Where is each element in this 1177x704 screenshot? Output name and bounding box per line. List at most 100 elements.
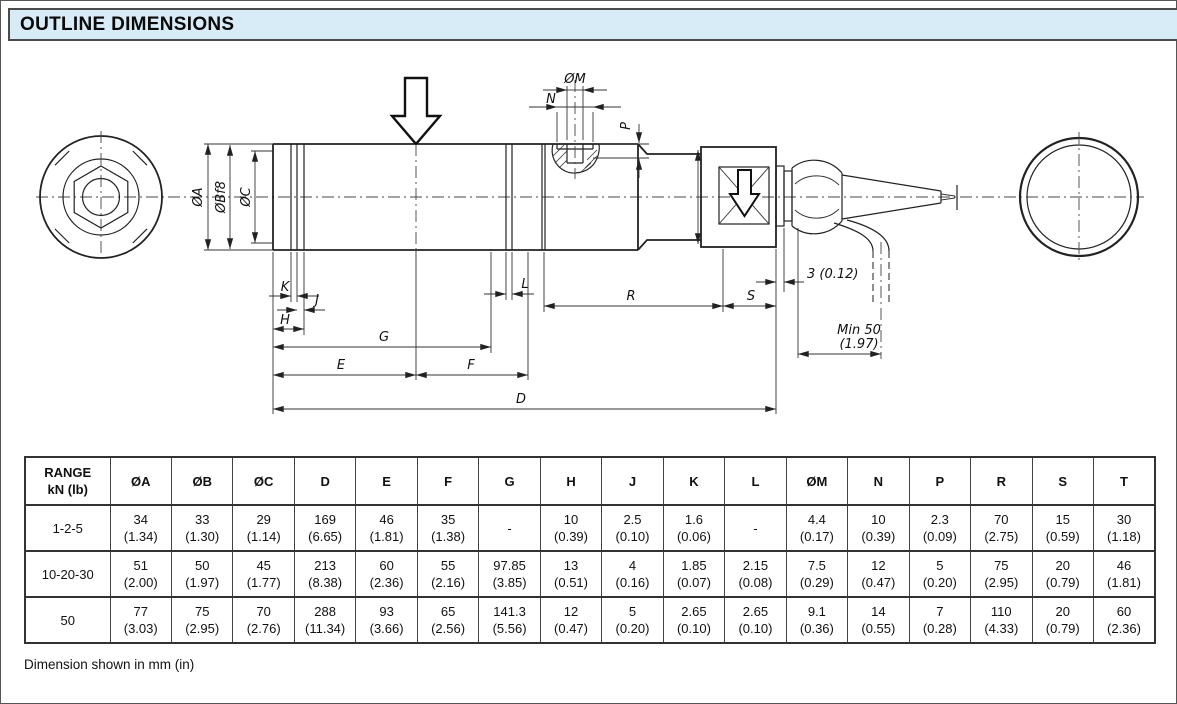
label-j: J — [312, 293, 319, 308]
value-mm: 35 — [440, 512, 456, 527]
value-in: (0.20) — [615, 621, 650, 636]
value-mm: 70 — [256, 604, 271, 619]
dim-cell: 14 (0.55) — [847, 596, 910, 644]
value-in: (1.34) — [123, 529, 158, 544]
value-mm: 75 — [994, 558, 1009, 573]
value-mm: 1.85 — [681, 558, 707, 573]
dim-cell: 10(0.39) — [847, 504, 910, 552]
value-in: (2.16) — [431, 575, 466, 590]
label-f: F — [467, 358, 475, 373]
value-mm: 77 — [133, 604, 148, 619]
dim-cell: 70(2.76) — [232, 596, 295, 644]
value-in: (1.81) — [1107, 575, 1141, 590]
value-mm: 46 — [1116, 558, 1132, 573]
value-mm: 9.1 — [807, 604, 826, 619]
value-mm: 33 — [194, 512, 210, 527]
col-header: R — [970, 456, 1033, 506]
dim-cell: 34 (1.34) — [109, 504, 172, 552]
dim-cell: 46(1.81) — [355, 504, 418, 552]
col-header: K — [662, 456, 726, 506]
dim-cell: 4(0.16) — [601, 550, 664, 598]
label-min-bend-1: Min 50 — [837, 323, 881, 338]
value-mm: 7 — [936, 604, 944, 619]
value-in: (11.34) — [305, 621, 346, 636]
value-in: (5.56) — [492, 621, 527, 636]
dim-cell: 12(0.47) — [539, 596, 603, 644]
value-in: (2.75) — [984, 529, 1019, 544]
value-in: (0.10) — [615, 529, 650, 544]
value-in: (0.55) — [861, 621, 896, 636]
dim-cell: 2.5(0.10) — [601, 504, 664, 552]
dim-cell: 20(0.79) — [1031, 550, 1095, 598]
value-in: (0.39) — [554, 529, 588, 544]
value-mm: 1.6 — [684, 512, 703, 527]
range-header-line2: kN (lb) — [47, 482, 88, 497]
col-header: N — [847, 456, 910, 506]
dim-cell: 65(2.56) — [416, 596, 480, 644]
value-in: (0.47) — [861, 575, 896, 590]
label-l: L — [521, 277, 528, 292]
value-in: (4.33) — [984, 621, 1019, 636]
value-in: (2.36) — [369, 575, 404, 590]
value-mm: 93 — [379, 604, 394, 619]
value-mm: 2.65 — [742, 604, 769, 619]
value-mm: 70 — [994, 512, 1009, 527]
dim-cell: 7(0.28) — [908, 596, 972, 644]
value-mm: 51 — [133, 558, 148, 573]
value-mm: 34 — [133, 512, 148, 527]
dim-cell: 50(1.97) — [170, 550, 234, 598]
value-in: (2.00) — [123, 575, 158, 590]
dim-cell: 213 (8.38) — [293, 550, 357, 598]
value-in: (3.03) — [123, 621, 158, 636]
value-in: (1.77) — [246, 575, 281, 590]
label-dia-a: ØA — [191, 187, 206, 207]
value-in: (6.65) — [308, 529, 343, 544]
dim-cell: 35(1.38) — [416, 504, 480, 552]
value-in: (1.14) — [246, 529, 281, 544]
dim-cell: 5(0.20) — [908, 550, 972, 598]
value-mm: 20 — [1055, 604, 1070, 619]
value-mm: 141.3 — [493, 604, 526, 619]
table-header-row: RANGE kN (lb) ØA ØB ØC D E F G H J K L Ø… — [24, 456, 1156, 506]
value-in: (0.29) — [799, 575, 834, 590]
value-in: (0.10) — [738, 621, 773, 636]
dim-cell: 75(2.95) — [170, 596, 234, 644]
dim-cell: 75 (2.95) — [970, 550, 1033, 598]
value-mm: 15 — [1055, 512, 1070, 527]
value-mm: 14 — [871, 604, 886, 619]
col-header: T — [1093, 456, 1156, 506]
value-in: (1.18) — [1107, 529, 1141, 544]
range-cell: 10-20-30 — [24, 550, 111, 598]
value-mm: 169 — [314, 512, 336, 527]
dim-cell: 4.4(0.17) — [785, 504, 849, 552]
value-in: (0.09) — [922, 529, 957, 544]
value-in: (3.85) — [492, 575, 527, 590]
value-mm: 213 — [314, 558, 336, 573]
value-in: (2.95) — [984, 575, 1019, 590]
dim-cell: 9.1(0.36) — [785, 596, 849, 644]
col-header: L — [724, 456, 787, 506]
dim-cell: 2.65 (0.10) — [724, 596, 787, 644]
value-mm: 12 — [871, 558, 886, 573]
value-in: (0.07) — [676, 575, 711, 590]
value-in: (0.59) — [1045, 529, 1080, 544]
value-mm: - — [753, 520, 758, 536]
value-in: (0.47) — [554, 621, 588, 636]
range-cell: 50 — [24, 596, 111, 644]
dim-cell: 93(3.66) — [355, 596, 418, 644]
dim-cell: 13(0.51) — [539, 550, 603, 598]
col-header: ØM — [785, 456, 849, 506]
label-d: D — [516, 392, 526, 407]
value-in: (8.38) — [308, 575, 343, 590]
label-h: H — [280, 313, 290, 328]
value-mm: 55 — [440, 558, 456, 573]
value-in: (0.39) — [861, 529, 896, 544]
label-dia-m: ØM — [563, 72, 585, 87]
value-in: (0.06) — [676, 529, 711, 544]
value-mm: 29 — [256, 512, 271, 527]
outline-drawing: ØA ØBf8 ØC ØM N P K J H L — [36, 72, 1144, 414]
value-in: (2.95) — [185, 621, 220, 636]
label-dia-c: ØC — [239, 186, 254, 207]
col-header: G — [478, 456, 541, 506]
